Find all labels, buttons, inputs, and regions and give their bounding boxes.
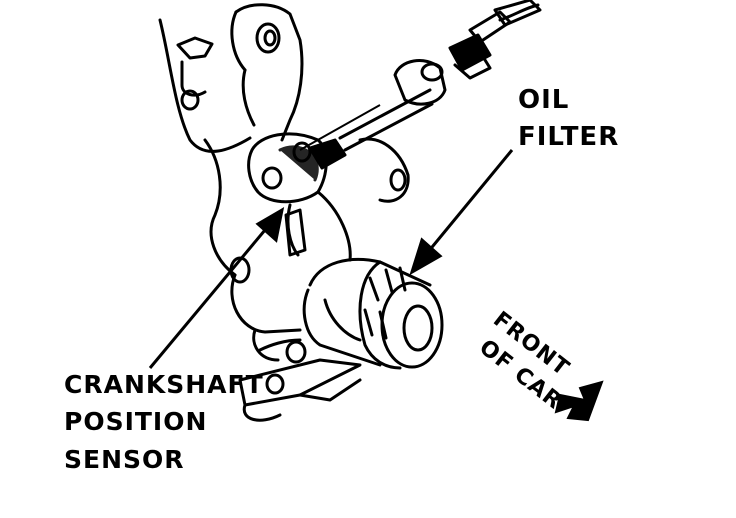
crankshaft-label-line2: POSITION	[64, 407, 207, 436]
crankshaft-label-line3: SENSOR	[64, 445, 185, 474]
crankshaft-label-line1: CRANKSHAFT	[64, 370, 264, 399]
crankshaft-arrow-shaft	[148, 229, 267, 369]
callout-arrows	[148, 104, 514, 369]
oil-filter-label-line2: FILTER	[518, 122, 619, 152]
front-of-car-arrow-icon	[554, 380, 604, 422]
oil-filter-arrowhead	[409, 237, 443, 276]
sensor-pointer-line	[299, 104, 381, 151]
oil-filter-label-line1: OIL	[518, 85, 569, 115]
oil-filter-arrow-shaft	[426, 149, 514, 253]
crankshaft-arrowhead	[255, 207, 285, 243]
